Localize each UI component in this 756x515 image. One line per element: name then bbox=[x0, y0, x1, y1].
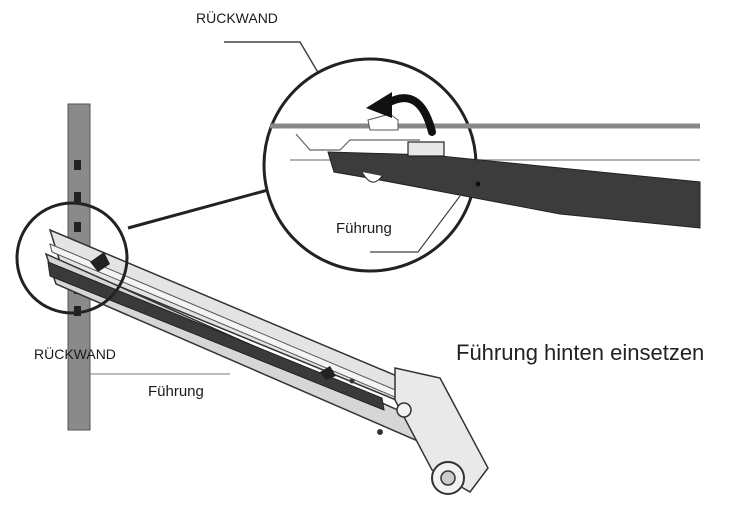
detail-circle-small bbox=[15, 201, 129, 315]
rail-label-zoom: Führung bbox=[336, 220, 392, 237]
back-panel-label-top: RÜCKWAND bbox=[196, 10, 278, 26]
instruction-caption: Führung hinten einsetzen bbox=[456, 340, 705, 365]
rail-label-bottom: Führung bbox=[148, 383, 204, 400]
slide-rail-assembly bbox=[44, 228, 489, 495]
zoom-detail bbox=[262, 57, 701, 273]
back-panel-label-left: RÜCKWAND bbox=[34, 346, 116, 362]
detail-connector bbox=[127, 182, 291, 230]
